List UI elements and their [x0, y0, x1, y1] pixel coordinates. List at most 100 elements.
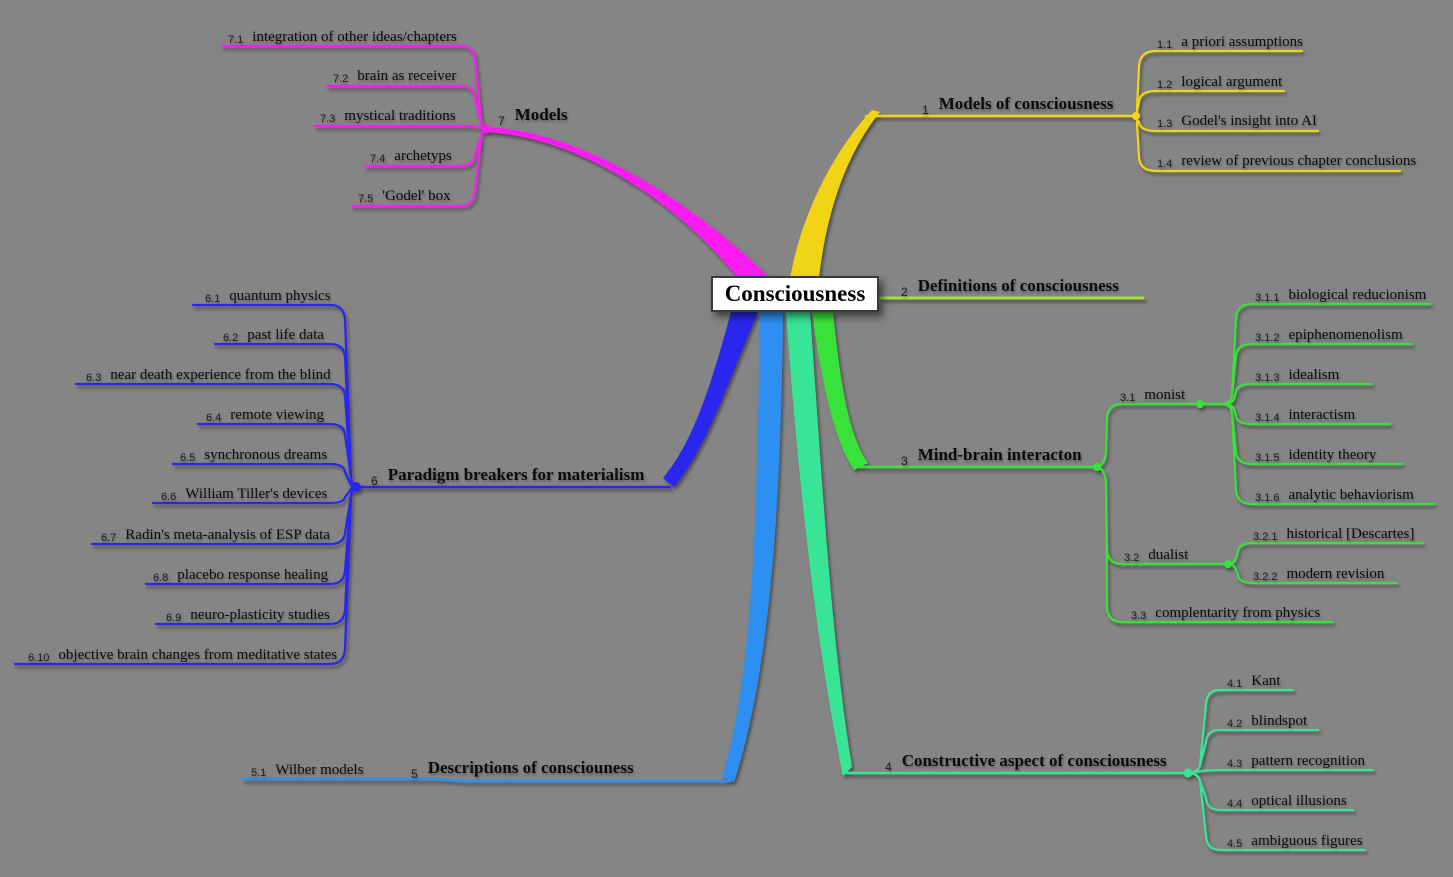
link-6-5 — [171, 462, 358, 489]
node-label: review of previous chapter conclusions — [1181, 153, 1417, 169]
node-number: 7.1 — [228, 34, 244, 46]
node-label: epiphenomenolism — [1288, 327, 1403, 343]
link-3-3 — [1095, 465, 1335, 624]
node-7-5[interactable]: 7.5'Godel' box — [358, 187, 451, 205]
branch-6-band — [663, 312, 758, 487]
node-label: integration of other ideas/chapters — [252, 29, 457, 45]
node-number: 3.2.1 — [1253, 531, 1278, 543]
link-3-1-3 — [1198, 382, 1374, 406]
node-number: 2 — [901, 285, 908, 299]
node-label: identity theory — [1288, 447, 1377, 463]
branch-4-band — [786, 312, 852, 776]
node-label: Mind-brain interacton — [917, 445, 1082, 464]
node-label: brain as receiver — [357, 68, 457, 84]
link-6-3 — [74, 382, 358, 489]
node-label: a priori assumptions — [1181, 34, 1303, 50]
branch-7-band — [485, 127, 770, 278]
node-3-2-1[interactable]: 3.2.1 historical [Descartes] — [1253, 525, 1414, 543]
node-label: Godel's insight into AI — [1181, 113, 1317, 129]
node-7-2[interactable]: 7.2 brain as receiver — [333, 67, 456, 85]
branch-3-2-knot — [1224, 560, 1232, 568]
branch-6-knot — [351, 482, 361, 492]
node-3-2[interactable]: 3.2 dualist — [1124, 546, 1188, 564]
node-4-2[interactable]: 4.2 blindspot — [1227, 712, 1307, 730]
center-node-consciousness[interactable]: Consciousness — [711, 276, 879, 312]
node-label: blindspot — [1251, 713, 1308, 729]
node-number: 5.1 — [251, 767, 267, 779]
node-label: ambiguous figures — [1251, 833, 1363, 849]
node-number: 1.3 — [1157, 118, 1173, 130]
node-6-10[interactable]: 6.10 objective brain changes from meditat… — [28, 646, 337, 664]
node-6-9[interactable]: 6.9 neuro-plasticity studies — [166, 606, 330, 624]
node-label: logical argument — [1181, 74, 1283, 90]
node-number: 7 — [498, 114, 505, 128]
node-number: 6.2 — [223, 332, 239, 344]
node-number: 6.5 — [180, 452, 196, 464]
center-node-label: Consciousness — [724, 281, 866, 306]
node-label: dualist — [1148, 547, 1189, 563]
node-label: modern revision — [1286, 566, 1385, 582]
node-number: 4.2 — [1227, 718, 1243, 730]
node-1-1[interactable]: 1.1 a priori assumptions — [1157, 33, 1303, 51]
node-number: 4.5 — [1227, 838, 1243, 850]
node-number: 3.1 — [1120, 392, 1136, 404]
node-number: 3.2 — [1124, 552, 1140, 564]
node-number: 6.4 — [206, 412, 222, 424]
node-label: remote viewing — [230, 407, 325, 423]
node-number: 6.10 — [28, 652, 50, 664]
node-number: 6.9 — [166, 612, 182, 624]
link-7-3 — [313, 124, 487, 131]
node-label: 'Godel' box — [382, 188, 451, 204]
node-label: interactism — [1288, 407, 1356, 423]
node-1-3[interactable]: 1.3 Godel's insight into AI — [1157, 112, 1317, 130]
node-number: 7.2 — [333, 73, 349, 85]
node-number: 4.1 — [1227, 678, 1243, 690]
node-label: historical [Descartes] — [1286, 526, 1415, 542]
node-number: 3.1.1 — [1255, 292, 1280, 304]
node-7-1[interactable]: 7.1 integration of other ideas/chapters — [228, 28, 457, 46]
node-number: 6.7 — [101, 532, 117, 544]
branch-4-knot — [1183, 768, 1193, 778]
node-label: idealism — [1288, 367, 1340, 383]
node-label: neuro-plasticity studies — [190, 607, 330, 623]
node-6-4[interactable]: 6.4 remote viewing — [206, 406, 324, 424]
node-number: 3.1.6 — [1255, 492, 1280, 504]
node-number: 6.8 — [153, 572, 169, 584]
node-number: 1.1 — [1157, 39, 1173, 51]
node-label: objective brain changes from meditative … — [58, 647, 338, 663]
node-number: 1 — [922, 103, 929, 117]
node-4-5[interactable]: 4.5 ambiguous figures — [1227, 832, 1363, 850]
